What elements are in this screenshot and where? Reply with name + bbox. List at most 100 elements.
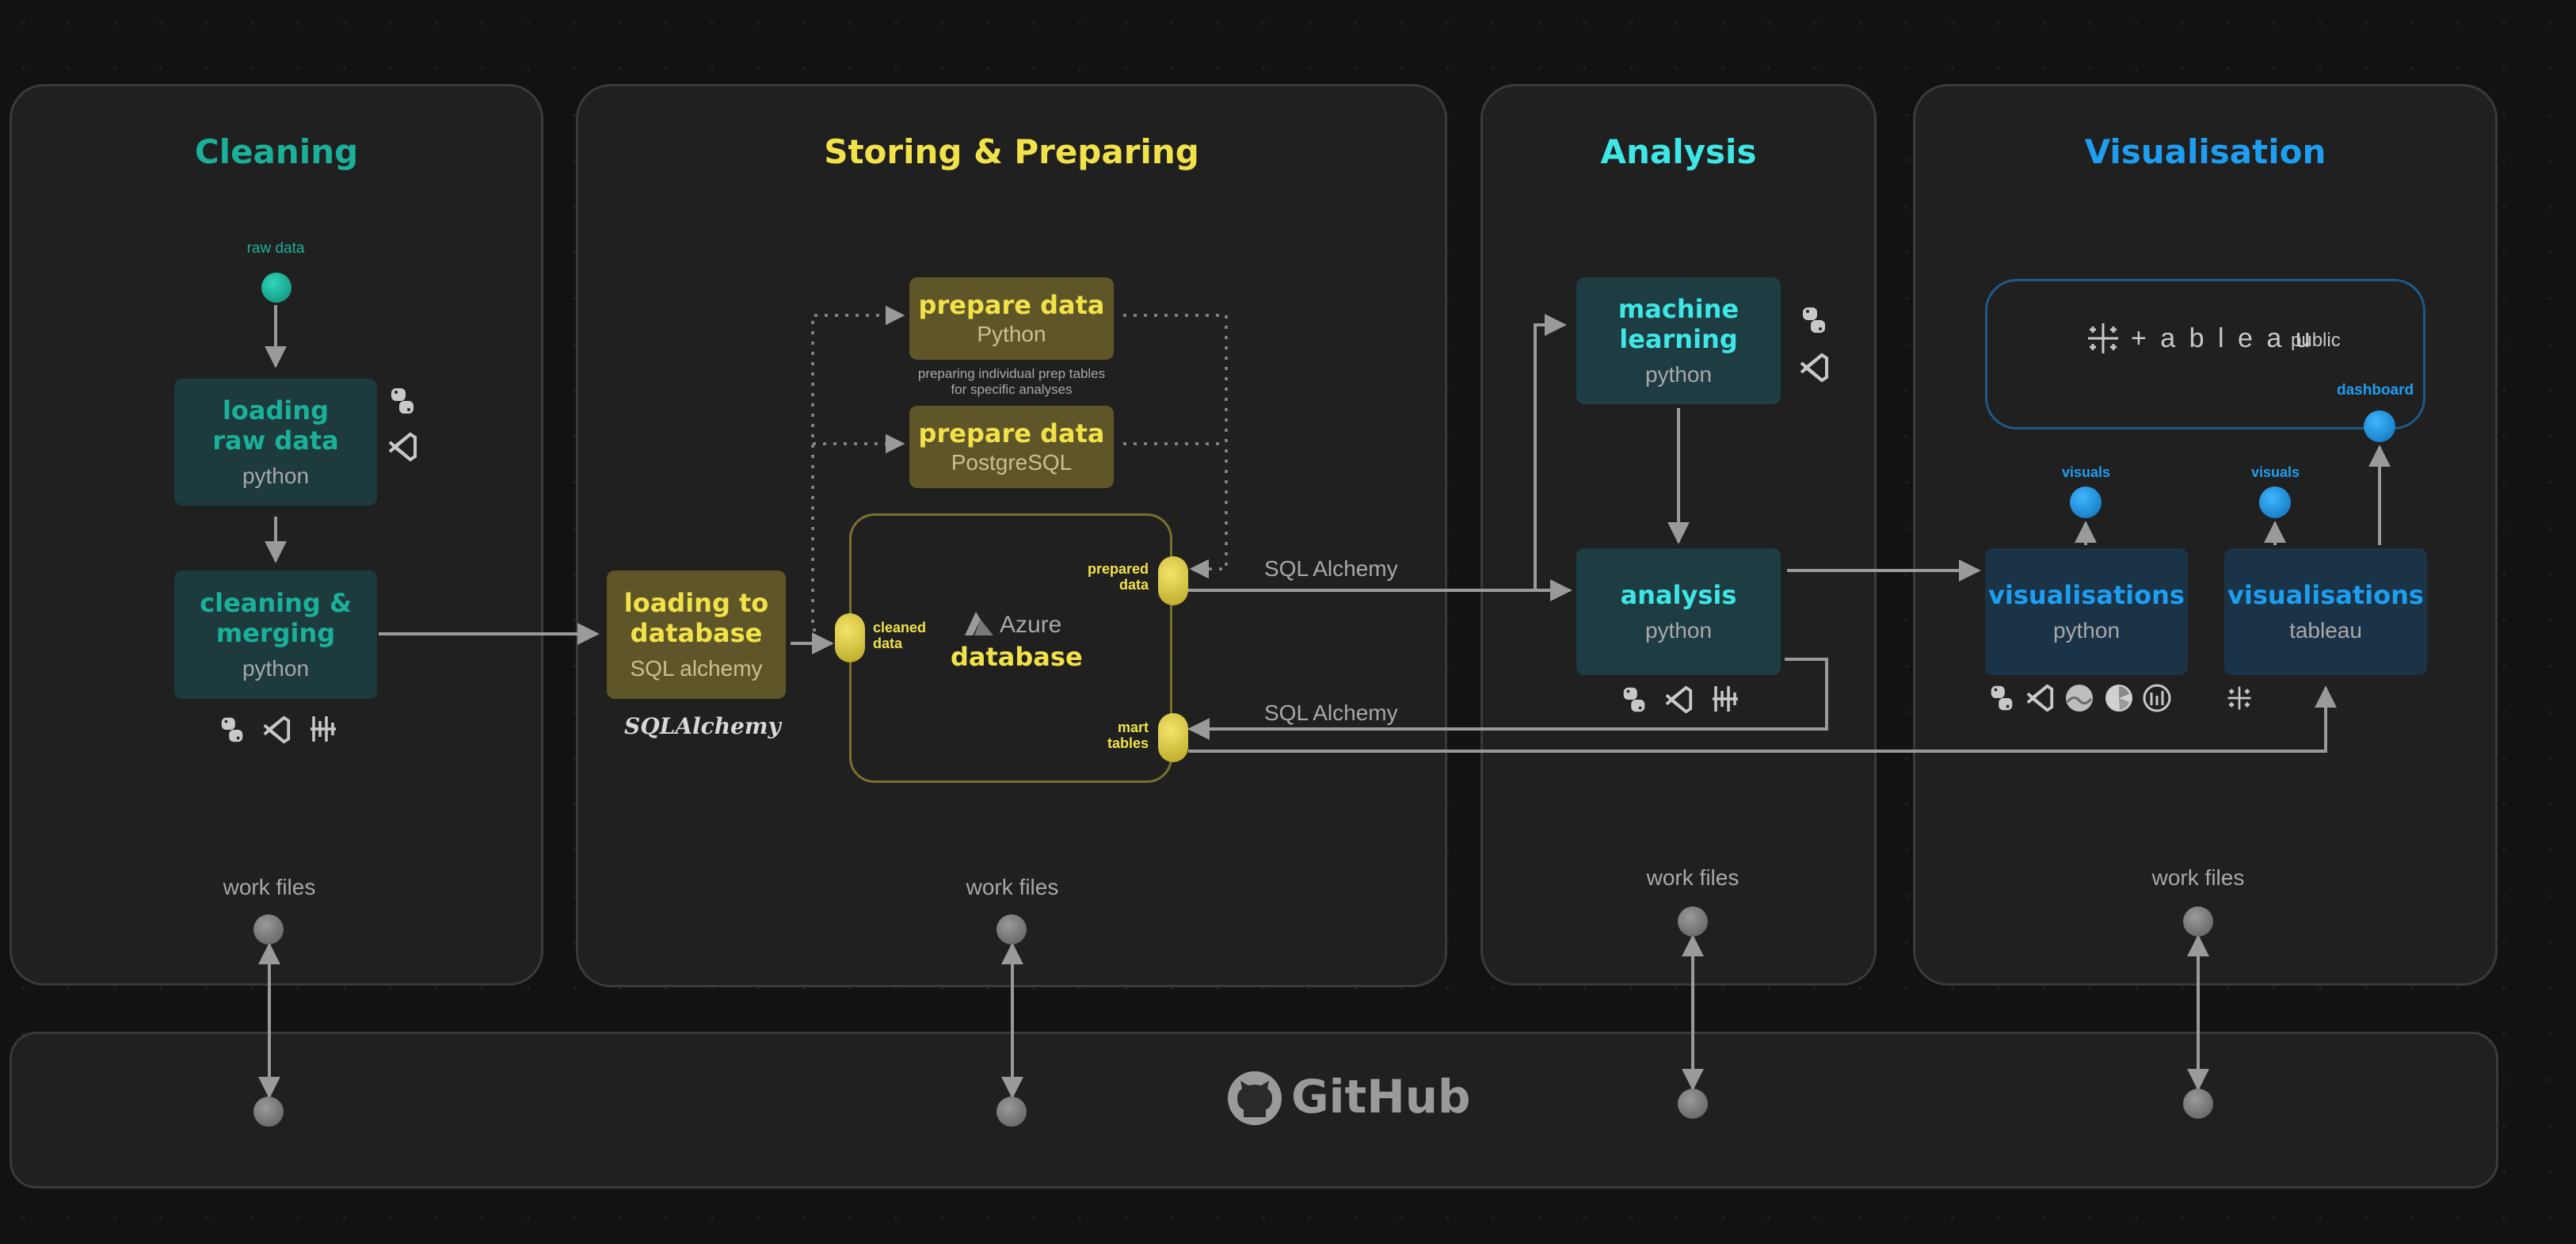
merging-title-1: cleaning & <box>200 588 352 618</box>
arrow-mart-to-vistableau <box>1188 685 2337 753</box>
vis-work-files-dot[interactable] <box>2183 906 2213 937</box>
machine-learning-node[interactable]: machine learning python <box>1576 277 1781 404</box>
python-icon <box>221 717 243 742</box>
prep-pg-title: prepare data <box>918 418 1105 448</box>
prep-note-line-1: preparing individual prep tables <box>917 366 1106 381</box>
vscode-icon <box>1800 353 1828 383</box>
python-icon <box>391 388 413 414</box>
analysis-node-title: analysis <box>1620 580 1737 610</box>
visuals-dot-tableau[interactable] <box>2259 487 2291 518</box>
visualisation-panel: Visualisation <box>1913 84 2498 986</box>
sql-alchemy-top-label: SQL Alchemy <box>1264 556 1398 581</box>
sql-alchemy-bottom-label: SQL Alchemy <box>1264 700 1398 725</box>
github-dot-analysis[interactable] <box>1678 1089 1708 1119</box>
tableau-icon <box>2088 323 2118 353</box>
cleaning-work-files-dot[interactable] <box>253 914 284 944</box>
tableau-wordmark: + a b l e a u <box>2131 323 2314 353</box>
visualisations-python-node[interactable]: visualisations python <box>1985 548 2188 675</box>
tableau-public-box <box>1985 279 2425 429</box>
sqlalchemy-logo: SQLAlchemy <box>624 713 781 739</box>
visuals-label-tableau: visuals <box>2251 464 2300 480</box>
github-dot-vis[interactable] <box>2183 1089 2213 1119</box>
prepared-data-label-1: prepared <box>1087 561 1149 577</box>
vis-python-sub: python <box>2052 618 2121 643</box>
merging-title-2: merging <box>215 618 336 648</box>
prep-python-title: prepare data <box>918 290 1105 320</box>
vis-work-files-label: work files <box>2151 865 2245 890</box>
dotted-prep-python-to-prepared <box>1123 314 1228 579</box>
mart-tables-label-1: mart <box>1117 719 1149 735</box>
visualisations-tableau-node[interactable]: visualisations tableau <box>2224 548 2427 675</box>
tableau-public-label: public <box>2291 330 2341 351</box>
storing-title: Storing & Preparing <box>824 132 1199 171</box>
github-dot-storing[interactable] <box>996 1097 1027 1127</box>
dashboard-dot[interactable] <box>2364 410 2395 442</box>
cleaned-data-label-2: data <box>873 635 903 651</box>
visualisation-title: Visualisation <box>2084 132 2326 171</box>
dotted-db-to-prep-python <box>811 305 905 632</box>
jupyter-icon <box>1713 686 1738 712</box>
storing-work-files-dot[interactable] <box>996 914 1027 944</box>
analysis-work-files-dot[interactable] <box>1678 906 1708 937</box>
raw-data-label: raw data <box>246 240 305 257</box>
matplotlib-icon <box>2105 685 2132 712</box>
vscode-icon <box>1665 685 1693 714</box>
azure-icon <box>965 612 993 635</box>
visuals-dot-python[interactable] <box>2070 487 2102 518</box>
loaddb-title-1: loading to <box>623 588 769 618</box>
ml-title-2: learning <box>1619 324 1738 354</box>
jupyter-icon <box>311 716 336 742</box>
ml-sub: python <box>1644 362 1713 387</box>
mart-tables-port[interactable] <box>1158 713 1188 762</box>
loading-raw-title-2: raw data <box>212 425 339 456</box>
dashboard-label: dashboard <box>2337 382 2414 399</box>
loading-to-database-node[interactable]: loading to database SQL alchemy <box>607 570 786 699</box>
cleaning-title: Cleaning <box>194 132 359 171</box>
raw-data-dot <box>261 273 292 303</box>
prepared-data-label-2: data <box>1118 577 1149 593</box>
ml-title-1: machine <box>1618 294 1740 324</box>
vis-tableau-title: visualisations <box>2227 580 2424 610</box>
analysis-title: Analysis <box>1600 132 1757 171</box>
prep-pg-sub: PostgreSQL <box>951 450 1073 475</box>
cleaned-data-port[interactable] <box>835 613 865 662</box>
python-icon <box>1991 685 2013 711</box>
prepared-data-port[interactable] <box>1158 556 1188 605</box>
arrow-to-ml <box>1534 314 1567 590</box>
cleaning-work-files-label: work files <box>223 875 316 899</box>
azure-label: Azure <box>1000 612 1062 638</box>
loading-raw-title-1: loading <box>222 395 330 425</box>
prepare-data-python-node[interactable]: prepare data Python <box>909 277 1114 360</box>
database-title: database <box>951 642 1083 672</box>
vis-tableau-sub: tableau <box>2289 618 2362 643</box>
seaborn-icon <box>2066 685 2093 712</box>
arrow-analysis-to-mart <box>1187 658 1828 740</box>
loaddb-sub: SQL alchemy <box>630 656 763 681</box>
vscode-icon <box>388 432 417 462</box>
prep-python-sub: Python <box>977 322 1046 346</box>
analysis-node-sub: python <box>1644 618 1713 643</box>
visuals-label-python: visuals <box>2062 464 2111 480</box>
vscode-icon <box>263 715 291 744</box>
tableau-icon <box>2227 686 2251 710</box>
github-label: GitHub <box>1291 1070 1471 1124</box>
plotly-icon <box>2143 684 2171 712</box>
github-dot-cleaning[interactable] <box>253 1097 284 1127</box>
analysis-work-files-label: work files <box>1646 865 1740 890</box>
prepare-data-postgresql-node[interactable]: prepare data PostgreSQL <box>909 406 1114 488</box>
loading-raw-data-node[interactable]: loading raw data python <box>174 379 377 506</box>
mart-tables-label-2: tables <box>1107 735 1149 751</box>
github-icon <box>1228 1071 1282 1125</box>
cleaned-data-label-1: cleaned <box>873 620 927 635</box>
merging-sub: python <box>242 656 310 681</box>
loading-raw-sub: python <box>242 464 310 488</box>
python-icon <box>1623 687 1645 712</box>
python-icon <box>1803 307 1825 333</box>
cleaning-merging-node[interactable]: cleaning & merging python <box>174 570 377 699</box>
vscode-icon <box>2026 684 2054 712</box>
analysis-node[interactable]: analysis python <box>1576 548 1781 675</box>
vis-python-title: visualisations <box>1988 580 2185 610</box>
storing-work-files-label: work files <box>966 875 1059 899</box>
loaddb-title-2: database <box>630 618 763 648</box>
